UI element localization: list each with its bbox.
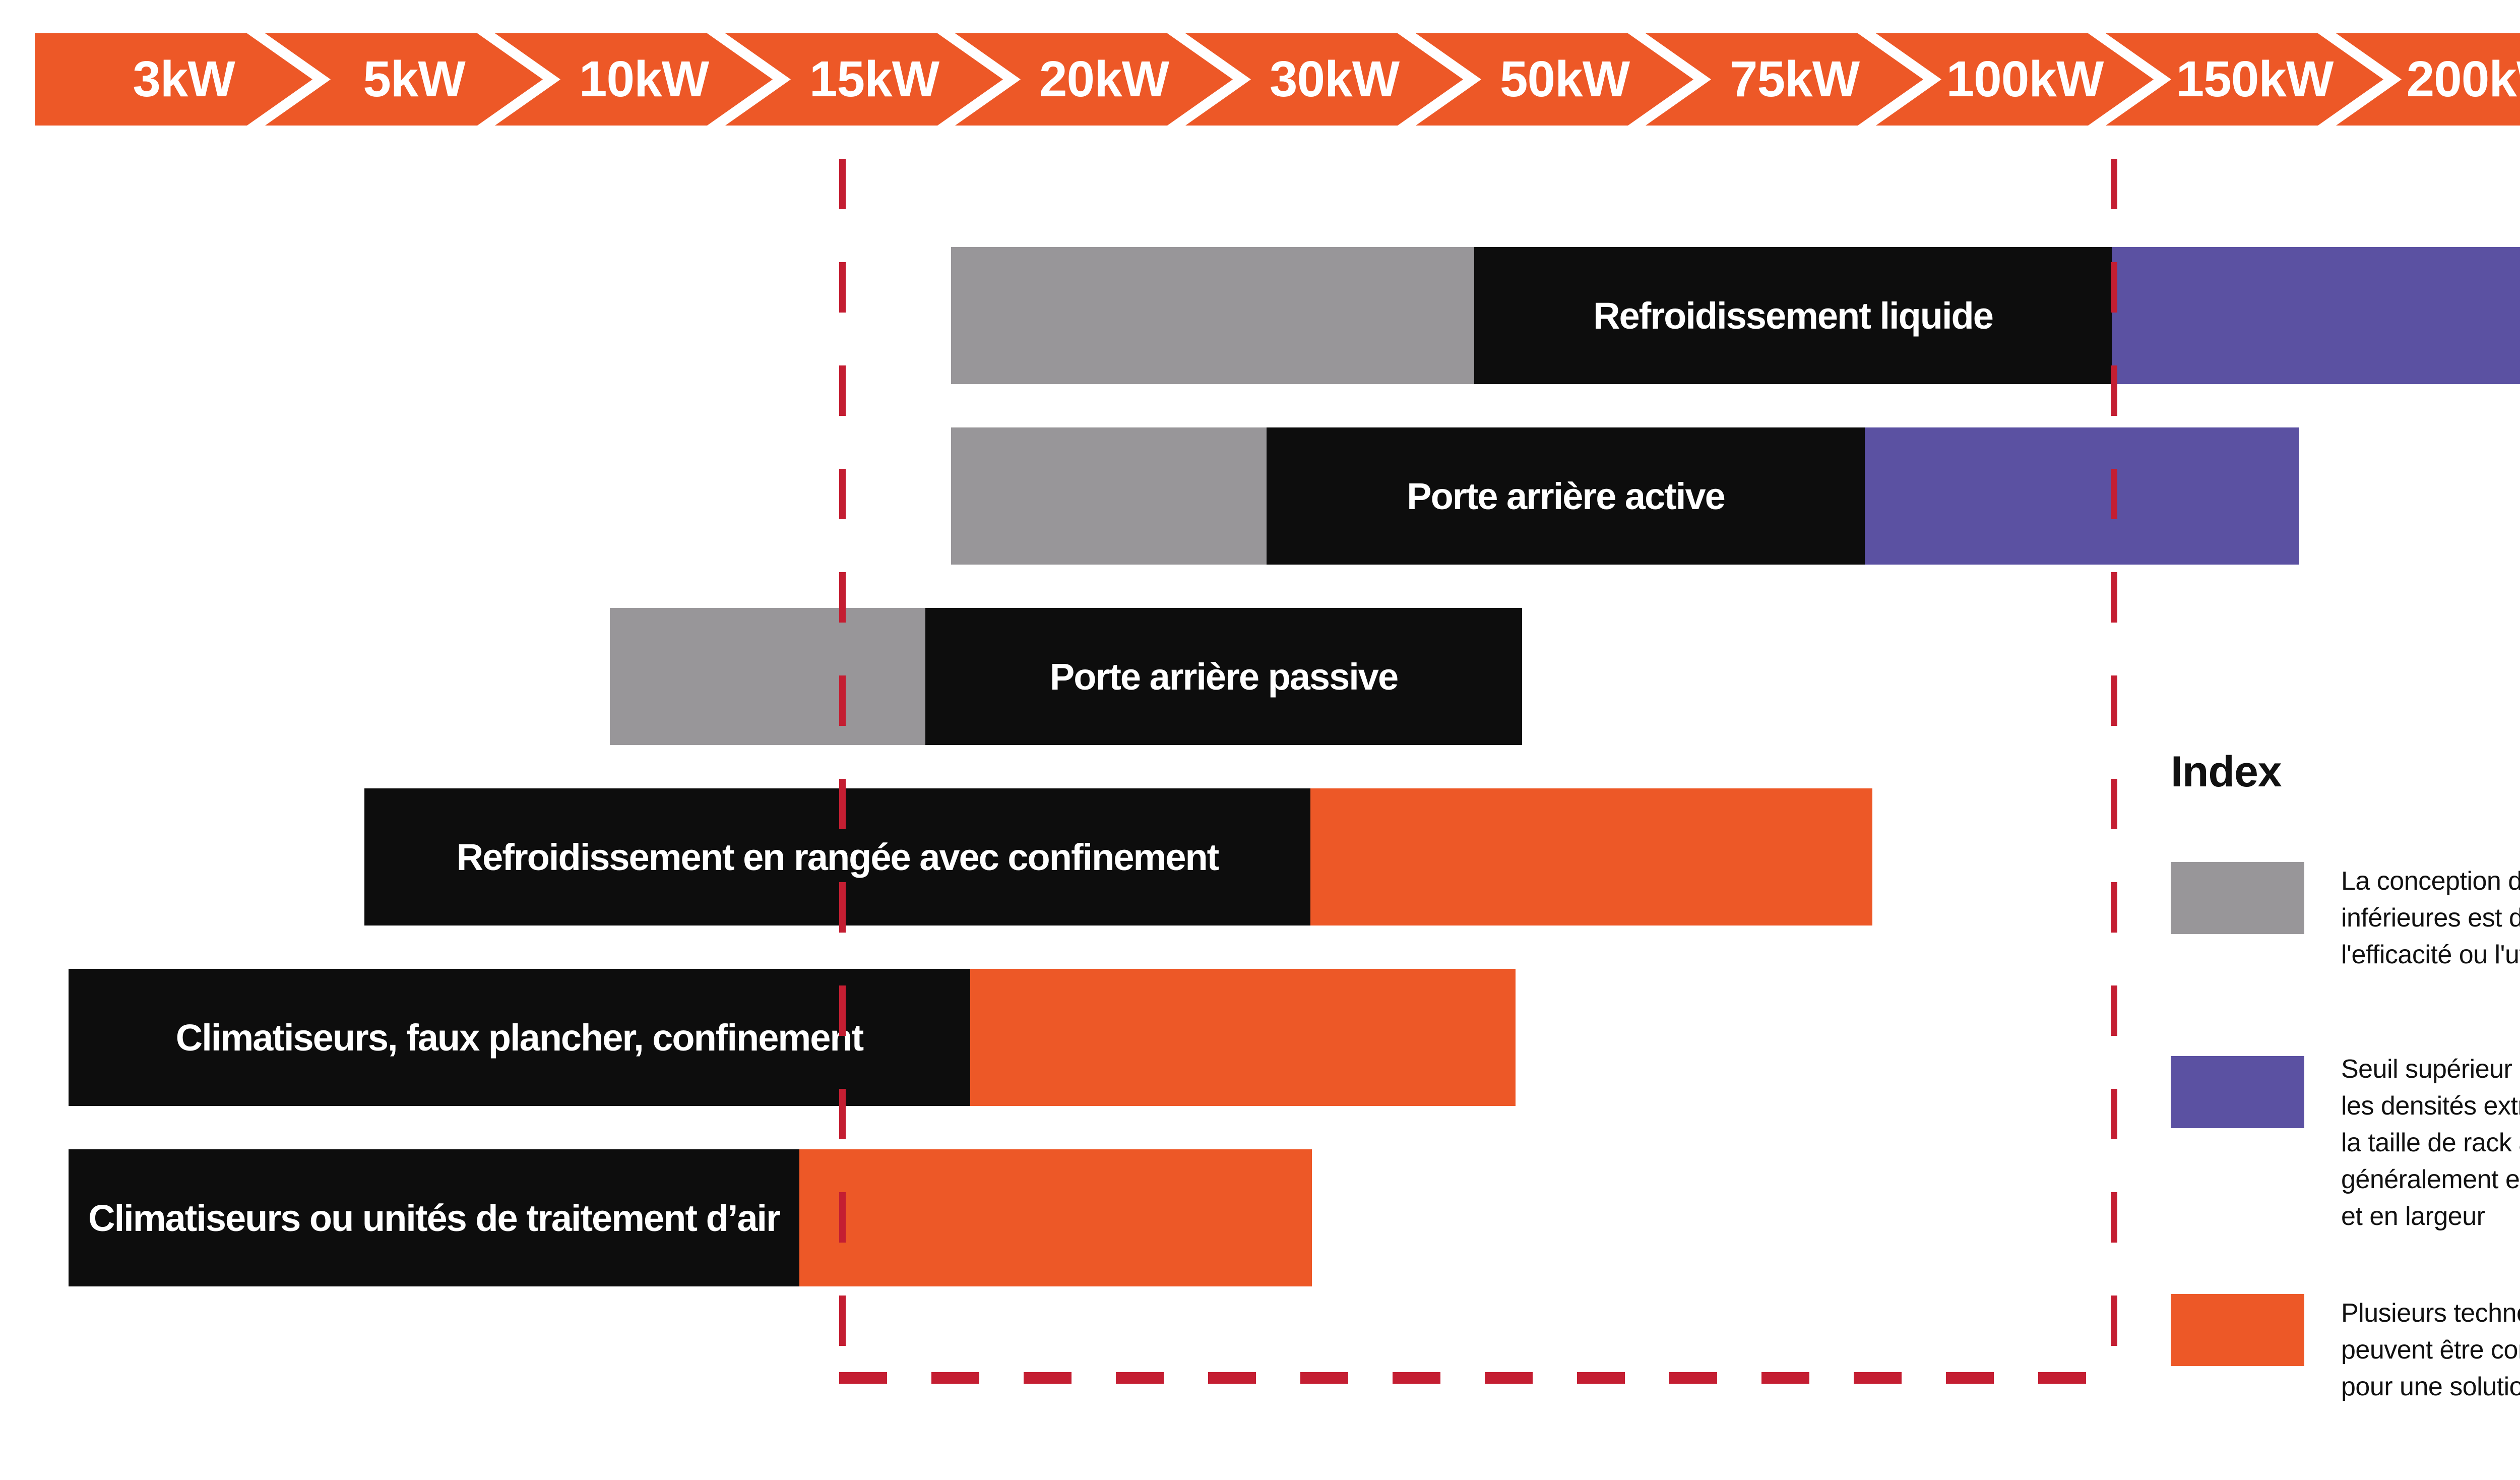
legend-text-line: Plusieurs technologies — [2341, 1299, 2520, 1328]
axis-segment-label: 150kW — [2176, 51, 2334, 107]
legend-text-line: peuvent être combinées — [2341, 1335, 2520, 1365]
bar-segment-porte-arriere-active-gray — [951, 427, 1267, 565]
legend-text-line: généralement en hauteur — [2341, 1165, 2520, 1194]
legend-swatch-orange — [2171, 1294, 2304, 1366]
bar-segment-climatiseurs-ou-unites-de-traitement-d-air-orange — [799, 1149, 1312, 1286]
legend-swatch-gray — [2171, 862, 2304, 934]
axis-segment-label: 10kW — [579, 51, 709, 107]
dashed-zone-right-line — [2111, 159, 2117, 1367]
legend-text-line: La conception des limites — [2341, 867, 2520, 896]
bar-segment-refroidissement-liquide-gray — [951, 247, 1474, 384]
axis-segment-label: 50kW — [1499, 51, 1630, 107]
legend-text-line: et en largeur — [2341, 1202, 2485, 1231]
axis-segment-label: 75kW — [1729, 51, 1860, 107]
bar-label-porte-arriere-active: Porte arrière active — [1407, 475, 1726, 517]
bar-segment-refroidissement-en-rangee-avec-confinement-orange — [1310, 788, 1872, 926]
bar-label-porte-arriere-passive: Porte arrière passive — [1049, 655, 1399, 698]
legend-text-line: pour une solution hybride — [2341, 1372, 2520, 1401]
axis-segment-15kw: 15kW — [725, 33, 1003, 126]
bar-label-refroidissement-en-rangee-avec-confinement: Refroidissement en rangée avec confineme… — [456, 836, 1220, 878]
axis-segment-label: 5kW — [363, 51, 465, 107]
legend-text-gray: La conception des limites inférieures est… — [2341, 863, 2520, 973]
legend-title: Index — [2171, 748, 2282, 796]
axis-segment-label: 200kW — [2406, 51, 2517, 107]
axis-segment-3kw: 3kW — [35, 33, 312, 126]
legend-text-line: inférieures est dictée par — [2341, 903, 2520, 933]
axis-segment-75kw: 75kW — [1646, 33, 1923, 126]
bar-label-climatiseurs-ou-unites-de-traitement-d-air: Climatiseurs ou unités de traitement d’a… — [88, 1197, 781, 1239]
legend-text-line: Seuil supérieur pour — [2341, 1055, 2520, 1084]
axis-segment-label: 3kW — [133, 51, 235, 107]
bar-segment-refroidissement-en-rangee-avec-confinement-black: Refroidissement en rangée avec confineme… — [364, 788, 1310, 926]
legend-text-purple: Seuil supérieur pour les densités extrême… — [2341, 1051, 2520, 1235]
legend-text-line: l'efficacité ou l'utilisation — [2341, 940, 2520, 969]
bar-segment-porte-arriere-active-purple — [1865, 427, 2299, 565]
bar-segment-refroidissement-liquide-purple — [2112, 247, 2520, 384]
legend-swatch-purple — [2171, 1056, 2304, 1128]
dashed-zone-bottom-line — [839, 1372, 2117, 1384]
bar-segment-refroidissement-liquide-black: Refroidissement liquide — [1474, 247, 2112, 384]
bar-label-refroidissement-liquide: Refroidissement liquide — [1593, 294, 1994, 337]
bar-segment-climatiseurs-faux-plancher-confinement-black: Climatiseurs, faux plancher, confinement — [69, 969, 970, 1106]
axis-segment-label: 20kW — [1039, 51, 1169, 107]
legend-text-line: la taille de rack augmente — [2341, 1128, 2520, 1157]
legend-text-line: les densités extrêmes, — [2341, 1091, 2520, 1121]
bar-segment-climatiseurs-faux-plancher-confinement-orange — [970, 969, 1516, 1106]
dashed-zone-left-line — [839, 159, 846, 1367]
axis-segment-label: 100kW — [1946, 51, 2104, 107]
bar-segment-porte-arriere-passive-black: Porte arrière passive — [925, 608, 1522, 745]
bar-segment-porte-arriere-active-black: Porte arrière active — [1267, 427, 1865, 565]
axis-segment-label: 15kW — [809, 51, 939, 107]
legend-text-orange: Plusieurs technologies peuvent être combi… — [2341, 1295, 2520, 1405]
bar-segment-climatiseurs-ou-unites-de-traitement-d-air-black: Climatiseurs ou unités de traitement d’a… — [69, 1149, 799, 1286]
axis-segment-label: 30kW — [1269, 51, 1400, 107]
bar-segment-porte-arriere-passive-gray — [610, 608, 925, 745]
bar-label-climatiseurs-faux-plancher-confinement: Climatiseurs, faux plancher, confinement — [175, 1016, 864, 1059]
